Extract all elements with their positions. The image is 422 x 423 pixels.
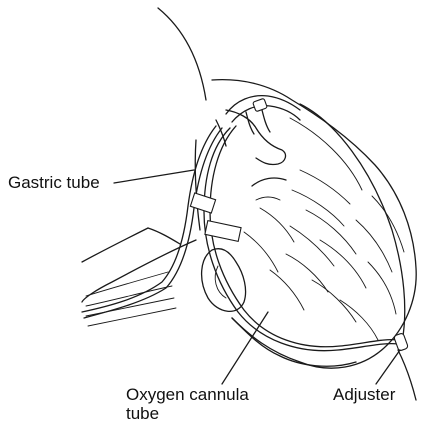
hair-strokes	[244, 170, 404, 340]
leader-oxygen-cannula	[222, 312, 268, 384]
pillow-outline	[158, 8, 206, 100]
leader-adjuster	[376, 350, 400, 384]
cannula-lower-run	[398, 350, 416, 400]
head-outline	[212, 80, 416, 369]
label-gastric-tube: Gastric tube	[8, 173, 100, 192]
leader-gastric-tube	[114, 170, 194, 183]
label-adjuster: Adjuster	[333, 385, 395, 404]
gastric-tube-2	[84, 128, 222, 318]
closed-eye	[256, 197, 280, 200]
label-oxygen-cannula-line-1: Oxygen cannula	[126, 385, 249, 404]
forehead-contour	[290, 118, 362, 190]
label-oxygen-cannula-line-2: tube	[126, 404, 159, 423]
adjuster	[394, 333, 409, 351]
nasal-cannula	[226, 96, 300, 134]
tape-neck	[205, 221, 241, 242]
oxygen-cannula-tube-right	[300, 104, 405, 342]
eyebrow	[252, 178, 286, 186]
